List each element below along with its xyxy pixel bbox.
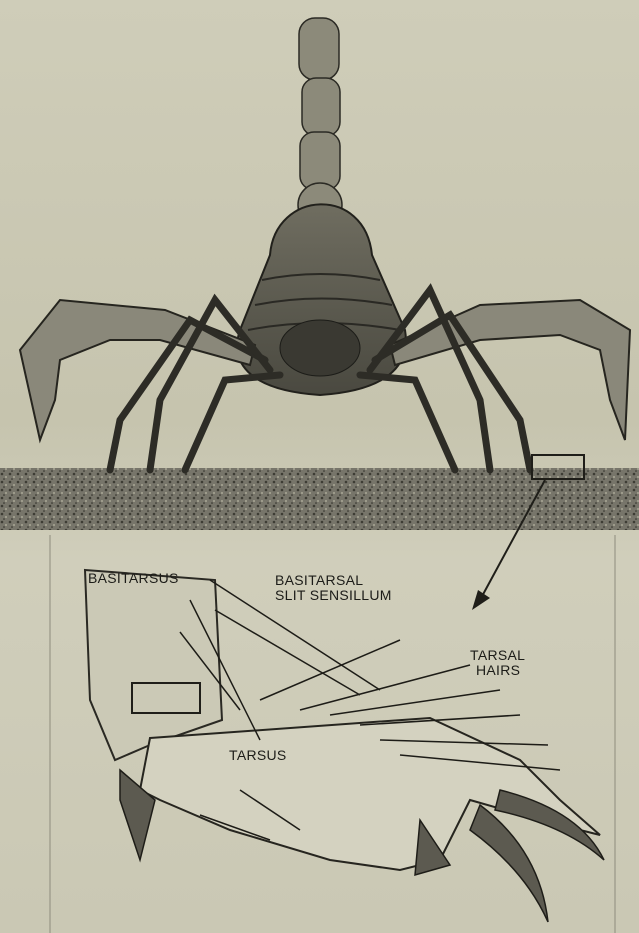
basitarsus-segment <box>85 570 222 760</box>
ground-strip <box>0 468 639 530</box>
tarsus-segment <box>140 718 600 870</box>
label-tarsal-line2: HAIRS <box>476 663 520 678</box>
label-basitarsus: BASITARSUS <box>88 571 179 586</box>
label-basitarsal-line2: SLIT SENSILLUM <box>275 588 392 603</box>
label-basitarsal-line1: BASITARSAL <box>275 573 363 588</box>
scorpion-tail <box>298 18 342 227</box>
label-tarsal-line1: TARSAL <box>470 648 525 663</box>
label-tarsus: TARSUS <box>229 748 287 763</box>
